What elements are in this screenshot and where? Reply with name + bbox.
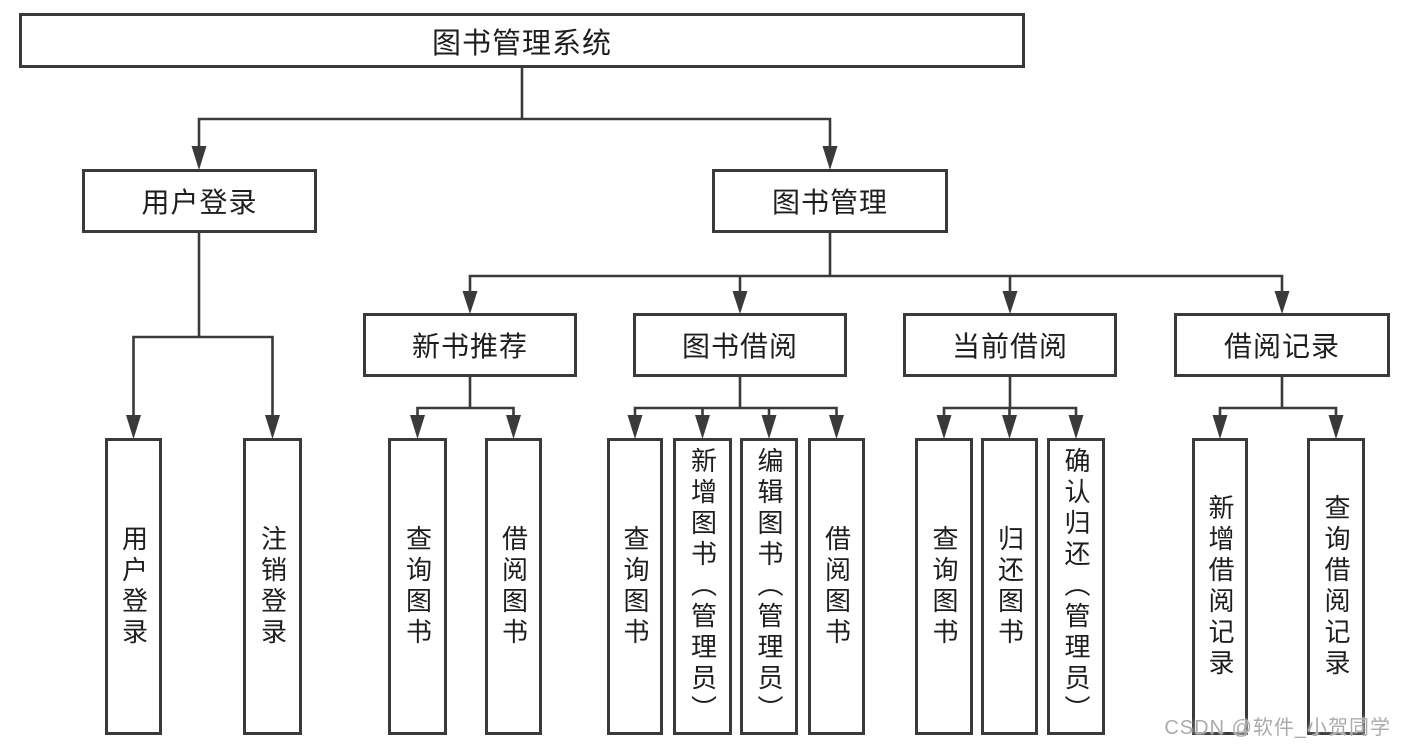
leaf-records-query-record: 查询借阅记录 [1307, 438, 1365, 735]
node-book-management: 图书管理 [712, 169, 948, 233]
leaf-current-query-books: 查询图书 [915, 438, 973, 735]
leaf-newrec-borrow-books: 借阅图书 [485, 438, 542, 735]
leaf-current-confirm-return-admin: 确认归还（管理员） [1047, 438, 1105, 735]
leaf-borrow-add-books-admin: 新增图书（管理员） [673, 438, 732, 735]
leaf-borrow-query-books: 查询图书 [607, 438, 663, 735]
leaf-borrow-borrow-books: 借阅图书 [808, 438, 865, 735]
leaf-records-add-record: 新增借阅记录 [1192, 438, 1248, 735]
leaf-current-return-books: 归还图书 [981, 438, 1038, 735]
node-user-login: 用户登录 [82, 169, 317, 233]
leaf-newrec-query-books: 查询图书 [388, 438, 447, 735]
node-borrow-records: 借阅记录 [1174, 313, 1390, 377]
csdn-watermark: CSDN @软件_小贺同学 [1164, 717, 1391, 739]
node-current-borrow: 当前借阅 [903, 313, 1117, 377]
node-root-system: 图书管理系统 [19, 13, 1025, 68]
node-book-borrow: 图书借阅 [633, 313, 847, 377]
leaf-logout: 注销登录 [243, 438, 302, 735]
node-new-book-recommend: 新书推荐 [363, 313, 577, 377]
leaf-borrow-edit-books-admin: 编辑图书（管理员） [740, 438, 798, 735]
leaf-user-login: 用户登录 [105, 438, 162, 735]
